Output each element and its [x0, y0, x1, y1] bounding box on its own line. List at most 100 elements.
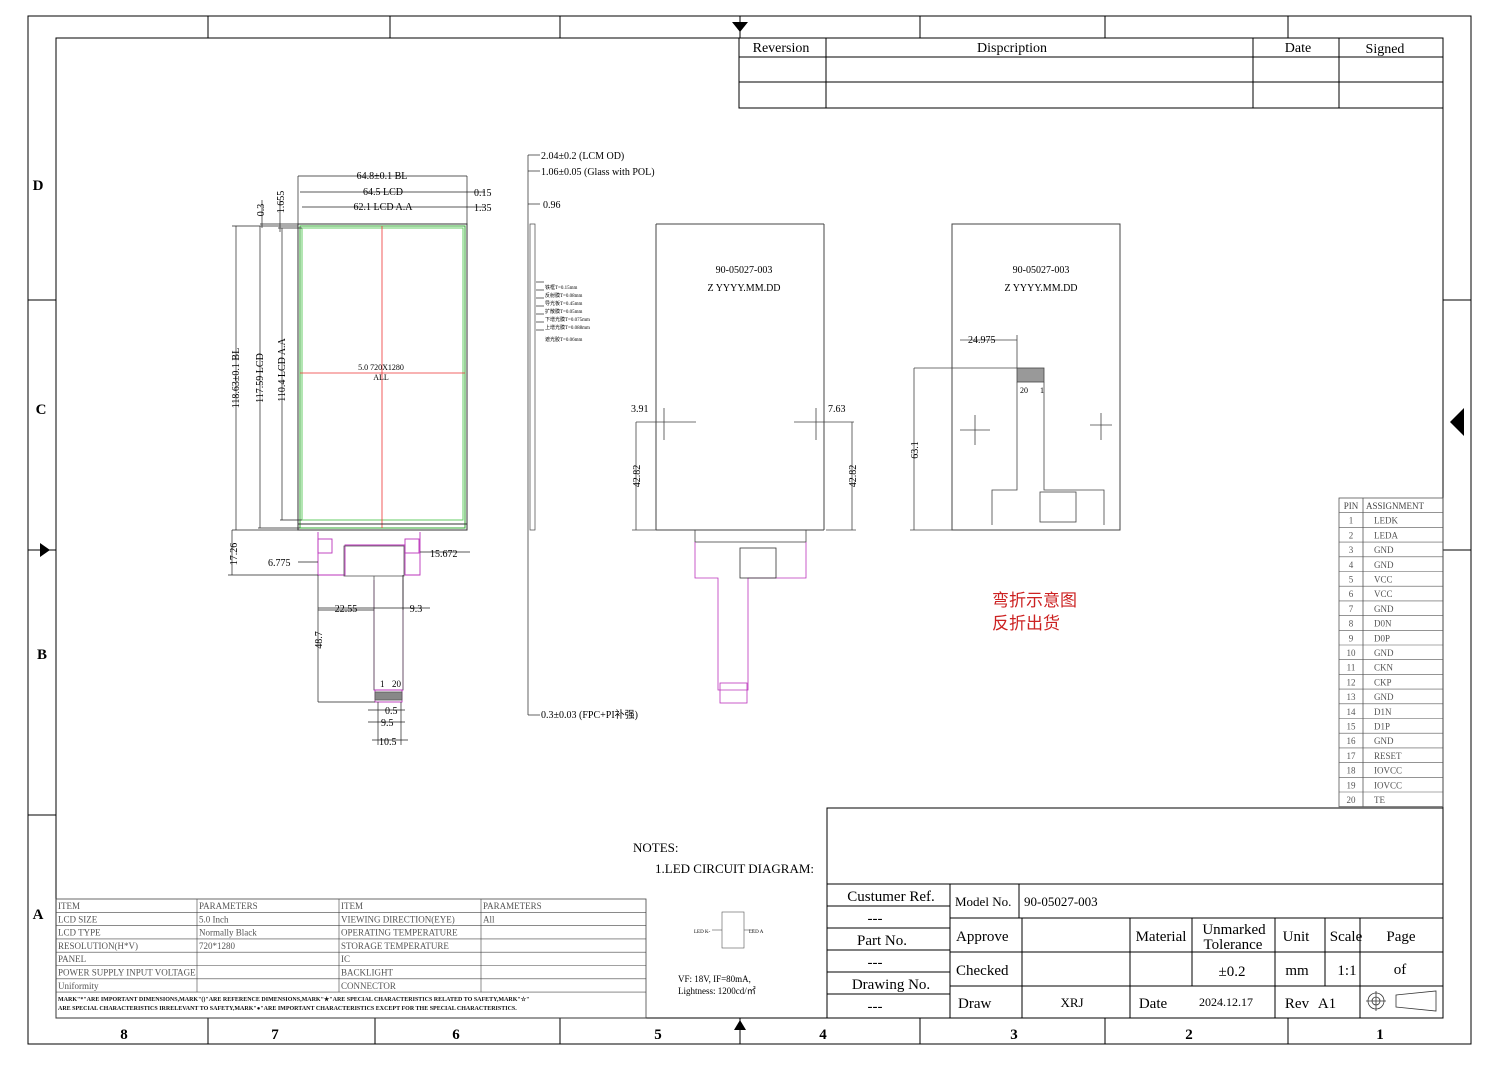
- dim-22-55: 22.55: [335, 604, 358, 615]
- dim-6-775: 6.775: [268, 558, 291, 569]
- pin-assignment: TE: [1374, 795, 1385, 805]
- rev-label: Rev: [1285, 996, 1310, 1012]
- pin-number: 7: [1349, 604, 1354, 614]
- page-label: Page: [1386, 929, 1416, 945]
- notes: NOTES: 1.LED CIRCUIT DIAGRAM: LED K- LED…: [633, 840, 814, 996]
- revision-table: Reversion Dispcription Date Signed: [738, 37, 1444, 109]
- dim-1-35: 1.35: [474, 203, 492, 214]
- spec-cell: Uniformity: [58, 981, 99, 991]
- pin-number: 13: [1347, 692, 1357, 702]
- pin-assignment: CKP: [1374, 677, 1392, 687]
- pin-number: 14: [1347, 707, 1357, 717]
- pin-number: 15: [1347, 722, 1357, 732]
- dim-lcd-width: 64.5 LCD: [363, 187, 403, 198]
- bend-pin-1: 1: [1040, 386, 1044, 395]
- pin-number: 9: [1349, 633, 1354, 643]
- bend-note-line1: 弯折示意图: [992, 591, 1077, 610]
- date-value: 2024.12.17: [1199, 995, 1253, 1009]
- customer-ref-value: ---: [868, 911, 883, 927]
- rev-header-signed: Signed: [1366, 42, 1405, 57]
- pin-number: 8: [1349, 619, 1354, 629]
- spec-cell: LCD SIZE: [58, 914, 98, 924]
- dim-48-7: 48.7: [314, 631, 325, 649]
- spec-cell: BACKLIGHT: [341, 968, 393, 978]
- fpc-pin-1: 1: [380, 679, 385, 689]
- layer-label: 下增光膜T=0.075mm: [545, 316, 590, 323]
- led-vf: VF: 18V, IF=80mA,: [678, 974, 751, 984]
- outer-frame: [27, 15, 1472, 1045]
- customer-ref-label: Custumer Ref.: [847, 889, 935, 905]
- drawing-no-label: Drawing No.: [852, 977, 930, 993]
- tolerance-label: Tolerance: [1204, 937, 1263, 953]
- zone-letter: C: [36, 402, 47, 418]
- pin-assignment: LEDA: [1374, 530, 1398, 540]
- zone-number: 8: [120, 1027, 128, 1043]
- pin-assignment: GND: [1374, 736, 1394, 746]
- dim-bl-width: 64.8±0.1 BL: [357, 171, 408, 182]
- spec-cell: RESOLUTION(H*V): [58, 941, 138, 951]
- lcd-outline: [299, 225, 466, 529]
- pin-header-assignment: ASSIGNMENT: [1366, 501, 1425, 511]
- spec-cell: POWER SUPPLY INPUT VOLTAGE: [58, 968, 196, 978]
- spec-cell: LCD TYPE: [58, 928, 101, 938]
- pin-assignment: GND: [1374, 604, 1394, 614]
- pin-assignment: GND: [1374, 648, 1394, 658]
- back-view: 90-05027-003 Z YYYY.MM.DD 3.91 7.63 42.8…: [631, 223, 859, 704]
- pin-assignment: IOVCC: [1374, 766, 1402, 776]
- pin-assignment: D1N: [1374, 707, 1392, 717]
- pin-assignment: RESET: [1374, 751, 1402, 761]
- spec-cell: VIEWING DIRECTION(EYE): [341, 914, 455, 924]
- pin-number: 20: [1347, 795, 1357, 805]
- part-no-value: ---: [868, 955, 883, 971]
- bend-outline: [951, 223, 1121, 531]
- dim-15-672: 15.672: [430, 549, 458, 560]
- bend-view: 90-05027-003 Z YYYY.MM.DD 24.975 63.1 1 …: [910, 223, 1121, 633]
- dim-10-5: 10.5: [379, 737, 397, 748]
- pin-number: 10: [1347, 648, 1357, 658]
- pin-number: 16: [1347, 736, 1357, 746]
- rev-header-description: Dispcription: [977, 41, 1047, 56]
- model-no-value: 90-05027-003: [1024, 894, 1098, 909]
- spec-cell: IC: [341, 954, 350, 964]
- zone-number: 6: [452, 1027, 460, 1043]
- pin-assignment: GND: [1374, 692, 1394, 702]
- unit-value: mm: [1285, 963, 1309, 979]
- zone-number: 2: [1185, 1027, 1193, 1043]
- drawing-no-value: ---: [868, 999, 883, 1015]
- fpc-outline: [317, 532, 421, 703]
- led-circuit: [712, 911, 754, 949]
- bend-part-no: 90-05027-003: [1013, 265, 1070, 276]
- approve-label: Approve: [956, 929, 1009, 945]
- dim-0-3: 0.3: [256, 204, 267, 217]
- spec-cell: ITEM: [58, 901, 80, 911]
- dim-3-91: 3.91: [631, 404, 649, 415]
- zone-number: 1: [1376, 1027, 1384, 1043]
- active-area-outline: [301, 227, 464, 521]
- dim-glass-pol: 1.06±0.05 (Glass with POL): [541, 167, 655, 178]
- date-label: Date: [1139, 996, 1168, 1012]
- layer-label: 铁框T=0.15mm: [545, 284, 578, 291]
- draw-label: Draw: [958, 996, 991, 1012]
- pin-number: 1: [1349, 516, 1354, 526]
- zone-number: 5: [654, 1027, 662, 1043]
- spec-cell: 720*1280: [199, 941, 236, 951]
- rev-value: A1: [1318, 996, 1336, 1012]
- pin-number: 6: [1349, 589, 1354, 599]
- right-center-arrow: [1450, 408, 1464, 436]
- pin-assignment: LEDK: [1374, 516, 1398, 526]
- dim-0-96: 0.96: [543, 200, 561, 211]
- pin-number: 2: [1349, 530, 1354, 540]
- bend-pin-20: 20: [1020, 386, 1028, 395]
- notes-title: NOTES:: [633, 840, 679, 855]
- dim-42-82-right: 42.82: [848, 465, 859, 488]
- center-all-label: ALL: [373, 373, 389, 382]
- led-plus-label: LED A: [749, 930, 764, 935]
- layer-label: 反射膜T=0.08mm: [545, 292, 583, 299]
- pin-number: 18: [1347, 766, 1357, 776]
- spec-cell: PARAMETERS: [483, 901, 542, 911]
- layer-label: 扩散膜T=0.05mm: [545, 308, 583, 315]
- pin-number: 4: [1349, 560, 1354, 570]
